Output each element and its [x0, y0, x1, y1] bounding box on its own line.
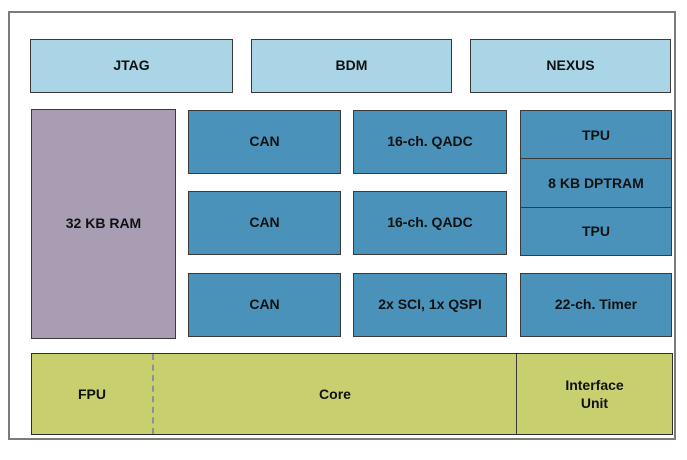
core-block: Core [154, 354, 517, 434]
dptram-block: 8 KB DPTRAM [521, 158, 671, 207]
timer-block: 22-ch. Timer [520, 273, 672, 337]
can-block-3: CAN [188, 273, 341, 337]
can-block-2: CAN [188, 191, 341, 255]
tpu-bottom-block: TPU [521, 206, 671, 255]
qadc-block-2: 16-ch. QADC [353, 191, 507, 255]
sci-qspi-block: 2x SCI, 1x QSPI [353, 273, 507, 337]
tpu-top-block: TPU [521, 111, 671, 159]
nexus-block: NEXUS [470, 39, 671, 93]
jtag-block: JTAG [30, 39, 233, 93]
ram-block: 32 KB RAM [31, 109, 176, 339]
tpu-dptram-stack: TPU 8 KB DPTRAM TPU [520, 110, 672, 256]
can-block-1: CAN [188, 110, 341, 174]
fpu-block: FPU [32, 354, 154, 434]
qadc-block-1: 16-ch. QADC [353, 110, 507, 174]
interface-unit-block: Interface Unit [517, 354, 672, 434]
diagram-frame: JTAG BDM NEXUS 32 KB RAM CAN CAN CAN 16-… [8, 11, 676, 440]
core-bar: FPU Core Interface Unit [31, 353, 673, 435]
bdm-block: BDM [251, 39, 452, 93]
